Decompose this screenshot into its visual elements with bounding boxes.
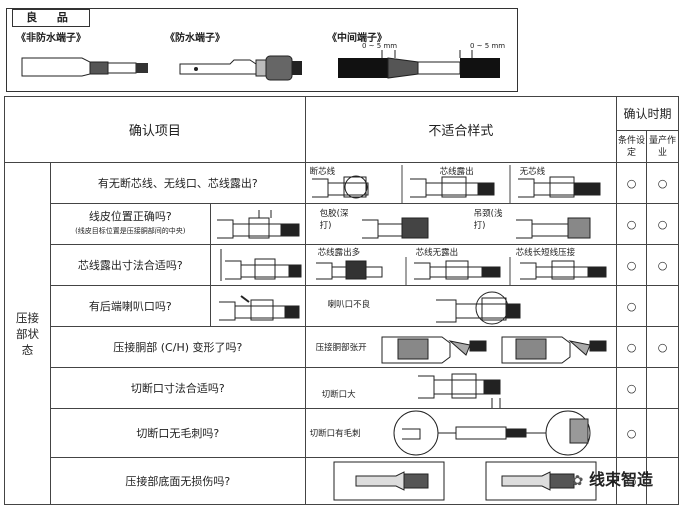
check-mass	[646, 285, 679, 327]
watermark: ✿ 线束智造	[571, 470, 653, 489]
non-waterproof-terminal-drawing	[21, 57, 148, 77]
waterproof-terminal-drawing	[179, 55, 302, 81]
check-mass: ○	[646, 244, 679, 286]
check-cond: ○	[616, 285, 648, 327]
row-question: 有无断芯线、无线口、芯线露出?	[49, 162, 306, 204]
good-terminal-drawings	[21, 50, 500, 81]
defect-label: 吊颈(浅打)	[473, 209, 503, 231]
good-example	[209, 244, 306, 286]
check-mass: ○	[646, 203, 679, 245]
header-mass-production: 量产作业	[646, 130, 679, 163]
group-label: 压接部状态	[4, 162, 51, 505]
good-product-tag: 良 品	[12, 9, 90, 27]
row-illustration: 芯线露出多 芯线无露出 芯线长短线压接	[304, 244, 618, 286]
row-question: 切断口寸法合适吗?	[49, 367, 306, 409]
defect-label: 芯线长短线压接	[515, 248, 576, 258]
row-illustration	[304, 457, 618, 505]
check-cond: ○	[616, 203, 648, 245]
caption-waterproof: 《防水端子》	[165, 33, 225, 44]
row-illustration: 断芯线 芯线露出 无芯线	[304, 162, 618, 204]
check-cond: ○	[616, 367, 648, 409]
dimension-right: 0 ~ 5 mm	[470, 42, 506, 50]
good-product-panel	[6, 8, 518, 92]
check-cond: ○	[616, 457, 648, 505]
check-cond: ○	[616, 244, 648, 286]
defect-label: 包胶(深打)	[319, 209, 349, 231]
header-confirm-time: 确认时期	[616, 96, 679, 131]
row-question: 切断口无毛刺吗?	[49, 408, 306, 458]
row-question: 有后端喇叭口吗?	[49, 285, 211, 327]
check-cond: ○	[616, 326, 648, 368]
header-unsuitable: 不适合样式	[304, 96, 618, 163]
row-question: 压接部底面无损伤吗?	[49, 457, 306, 505]
defect-label: 芯线无露出	[415, 248, 459, 258]
good-example	[209, 285, 306, 327]
check-mass	[646, 457, 679, 505]
row-illustration: 压接胴部张开	[304, 326, 618, 368]
wechat-icon: ✿	[571, 473, 584, 489]
defect-label: 切断口大	[321, 390, 356, 400]
dimension-left: 0 ~ 5 mm	[362, 42, 398, 50]
row-illustration: 包胶(深打) 吊颈(浅打)	[304, 203, 618, 245]
check-mass: ○	[646, 162, 679, 204]
row-illustration: 切断口有毛刺	[304, 408, 618, 458]
check-mass	[646, 408, 679, 458]
defect-label: 断芯线	[309, 167, 336, 177]
inspection-table: 确认项目 不适合样式 确认时期 条件设定 量产作业 压接部状态 有无断芯线、无线…	[4, 96, 679, 505]
row-illustration: 喇叭口不良	[304, 285, 618, 327]
defect-label: 喇叭口不良	[327, 300, 371, 310]
row-illustration: 切断口大	[304, 367, 618, 409]
middle-terminal-drawing	[338, 50, 500, 79]
header-confirm-item: 确认项目	[4, 96, 306, 163]
check-cond: ○	[616, 408, 648, 458]
caption-non-waterproof: 《非防水端子》	[16, 33, 86, 44]
good-example	[209, 203, 306, 245]
check-mass	[646, 367, 679, 409]
check-cond: ○	[616, 162, 648, 204]
row-question: 线皮位置正确吗?(线皮目标位置是压接胴部间的中央)	[49, 203, 211, 245]
row-question: 压接胴部 (C/H) 变形了吗?	[49, 326, 306, 368]
row-subtext: (线皮目标位置是压接胴部间的中央)	[75, 227, 186, 235]
caption-middle: 《中间端子》	[327, 33, 387, 44]
defect-label: 切断口有毛刺	[309, 429, 361, 439]
defect-label: 无芯线	[519, 167, 546, 177]
defect-label: 压接胴部张开	[315, 343, 367, 353]
row-question: 芯线露出寸法合适吗?	[49, 244, 211, 286]
check-mass: ○	[646, 326, 679, 368]
header-cond-setting: 条件设定	[616, 130, 648, 163]
defect-label: 芯线露出	[439, 167, 474, 177]
defect-label: 芯线露出多	[317, 248, 361, 258]
